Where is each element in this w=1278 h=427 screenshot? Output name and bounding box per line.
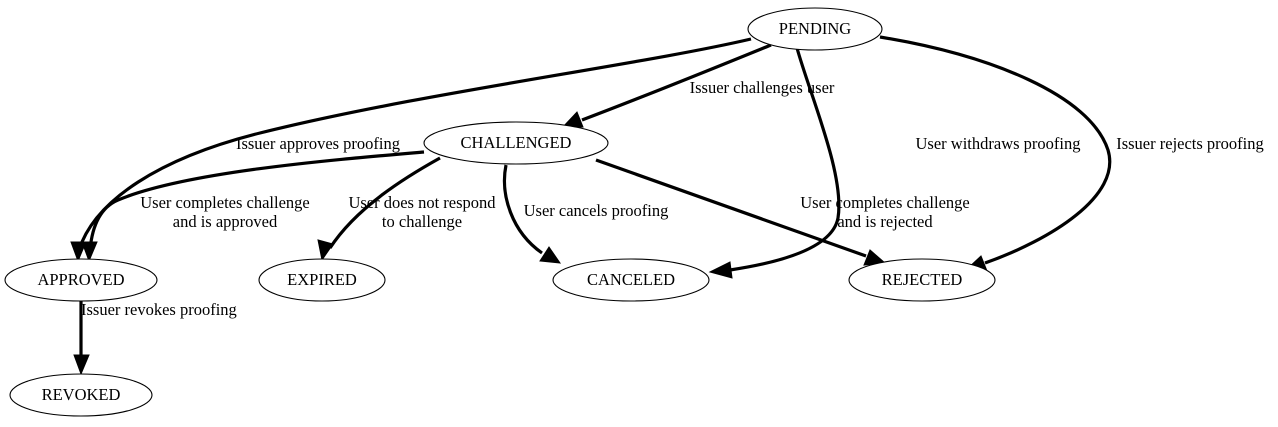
edge-approved-to-revoked-arrowhead bbox=[73, 354, 90, 376]
edge-label-user-cancels-proofing: User cancels proofing bbox=[524, 201, 669, 220]
node-canceled-label: CANCELED bbox=[587, 270, 675, 289]
edge-challenged-to-expired-arrowhead bbox=[317, 239, 334, 262]
edge-label-issuer-approves-proofing: Issuer approves proofing bbox=[236, 134, 400, 153]
edge-challenged-to-approved bbox=[81, 150, 425, 263]
edge-challenged-to-rejected-path bbox=[595, 158, 867, 258]
node-approved-ellipse[interactable] bbox=[4, 258, 158, 302]
edge-pending-to-approved bbox=[70, 37, 752, 263]
node-revoked-ellipse[interactable] bbox=[9, 373, 153, 417]
node-canceled[interactable]: CANCELED bbox=[552, 258, 710, 302]
node-rejected-label: REJECTED bbox=[882, 270, 963, 289]
edge-label-issuer-challenges-user: Issuer challenges user bbox=[690, 78, 835, 97]
edge-label-line-1: User completes challenge bbox=[140, 193, 310, 212]
edge-pending-to-challenged-path bbox=[581, 43, 772, 122]
edge-pending-to-canceled-arrowhead bbox=[708, 261, 733, 279]
edge-challenged-to-approved-arrowhead bbox=[81, 241, 98, 263]
node-expired-ellipse[interactable] bbox=[258, 258, 386, 302]
edge-label-user-completes-challenge-approved: User completes challenge and is approved bbox=[140, 193, 310, 231]
node-pending-label: PENDING bbox=[779, 19, 851, 38]
edge-label-user-completes-challenge-rejected: User completes challenge and is rejected bbox=[800, 193, 970, 231]
node-revoked-label: REVOKED bbox=[42, 385, 121, 404]
node-canceled-ellipse[interactable] bbox=[552, 258, 710, 302]
node-revoked[interactable]: REVOKED bbox=[9, 373, 153, 417]
edge-pending-to-rejected bbox=[879, 35, 1112, 272]
edge-challenged-to-expired bbox=[317, 156, 441, 262]
edge-pending-to-canceled bbox=[708, 47, 841, 279]
node-expired[interactable]: EXPIRED bbox=[258, 258, 386, 302]
node-challenged-ellipse[interactable] bbox=[423, 121, 609, 165]
node-pending-ellipse[interactable] bbox=[747, 7, 883, 51]
edge-label-issuer-rejects-proofing: Issuer rejects proofing bbox=[1116, 134, 1264, 153]
edge-challenged-to-expired-path bbox=[328, 156, 441, 249]
edge-label-issuer-revokes-proofing: Issuer revokes proofing bbox=[81, 300, 237, 319]
edge-label-line-2: and is rejected bbox=[837, 212, 933, 231]
edge-label-line-2: and is approved bbox=[173, 212, 278, 231]
edge-label-line-1: User completes challenge bbox=[800, 193, 970, 212]
node-expired-label: EXPIRED bbox=[287, 270, 357, 289]
node-pending[interactable]: PENDING bbox=[747, 7, 883, 51]
edge-label-user-does-not-respond: User does not respond to challenge bbox=[348, 193, 496, 231]
edge-challenged-to-canceled-path bbox=[502, 164, 543, 255]
edge-label-user-withdraws-proofing: User withdraws proofing bbox=[916, 134, 1081, 153]
edge-pending-to-canceled-path bbox=[729, 47, 841, 272]
edge-pending-to-rejected-path bbox=[879, 35, 1112, 265]
node-challenged[interactable]: CHALLENGED bbox=[423, 121, 609, 165]
edge-pending-to-approved-path bbox=[77, 37, 752, 251]
node-approved[interactable]: APPROVED bbox=[4, 258, 158, 302]
edge-challenged-to-canceled bbox=[502, 164, 562, 264]
edge-challenged-to-approved-path bbox=[88, 150, 425, 251]
edge-label-line-1: User does not respond bbox=[348, 193, 496, 212]
node-approved-label: APPROVED bbox=[37, 270, 124, 289]
edge-pending-to-approved-arrowhead bbox=[70, 241, 87, 263]
node-challenged-label: CHALLENGED bbox=[461, 133, 572, 152]
node-rejected[interactable]: REJECTED bbox=[848, 258, 996, 302]
node-rejected-ellipse[interactable] bbox=[848, 258, 996, 302]
edge-challenged-to-canceled-arrowhead bbox=[539, 246, 562, 264]
edge-label-line-2: to challenge bbox=[382, 212, 462, 231]
edge-approved-to-revoked bbox=[73, 301, 90, 376]
